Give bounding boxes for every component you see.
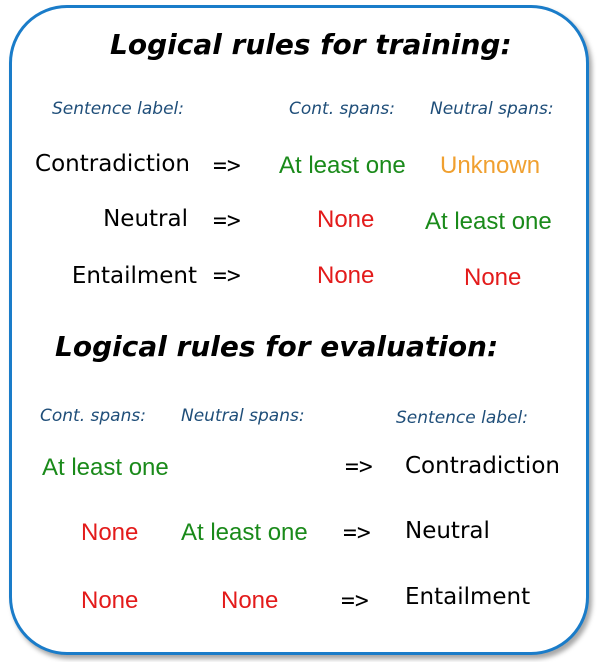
evaluation-row-3-arrow: => bbox=[341, 588, 369, 614]
evaluation-row-3-label: Entailment bbox=[405, 584, 531, 610]
training-row-2-neutral: At least one bbox=[425, 208, 552, 235]
training-header-sentence-label: Sentence label: bbox=[52, 99, 184, 119]
training-row-2-label: Neutral bbox=[103, 206, 188, 232]
evaluation-header-sentence-label: Sentence label: bbox=[396, 408, 528, 428]
evaluation-header-neutral-spans: Neutral spans: bbox=[181, 406, 305, 426]
evaluation-row-2-cont: None bbox=[81, 519, 139, 546]
evaluation-row-2-label: Neutral bbox=[405, 518, 490, 544]
training-row-3-cont: None bbox=[317, 262, 375, 289]
training-row-1-arrow: => bbox=[213, 153, 241, 179]
evaluation-header-cont-spans: Cont. spans: bbox=[40, 406, 146, 426]
evaluation-row-1-arrow: => bbox=[345, 454, 373, 480]
training-row-2-arrow: => bbox=[213, 208, 241, 234]
evaluation-row-1-cont: At least one bbox=[42, 454, 169, 481]
training-row-1-label: Contradiction bbox=[35, 151, 190, 177]
training-row-2-cont: None bbox=[317, 206, 375, 233]
training-row-3-neutral: None bbox=[464, 264, 522, 291]
training-header-cont-spans: Cont. spans: bbox=[289, 99, 395, 119]
training-row-1-neutral: Unknown bbox=[440, 152, 541, 179]
evaluation-row-2-neutral: At least one bbox=[181, 519, 308, 546]
training-header-neutral-spans: Neutral spans: bbox=[430, 99, 554, 119]
rules-frame bbox=[9, 5, 589, 655]
training-title: Logical rules for training: bbox=[110, 28, 512, 61]
training-row-1-cont: At least one bbox=[279, 152, 406, 179]
evaluation-row-3-cont: None bbox=[81, 587, 139, 614]
training-row-3-label: Entailment bbox=[71, 263, 197, 289]
evaluation-row-3-neutral: None bbox=[221, 587, 279, 614]
evaluation-title: Logical rules for evaluation: bbox=[55, 330, 499, 363]
training-row-3-arrow: => bbox=[213, 263, 241, 289]
evaluation-row-1-label: Contradiction bbox=[405, 453, 560, 479]
evaluation-row-2-arrow: => bbox=[343, 520, 371, 546]
